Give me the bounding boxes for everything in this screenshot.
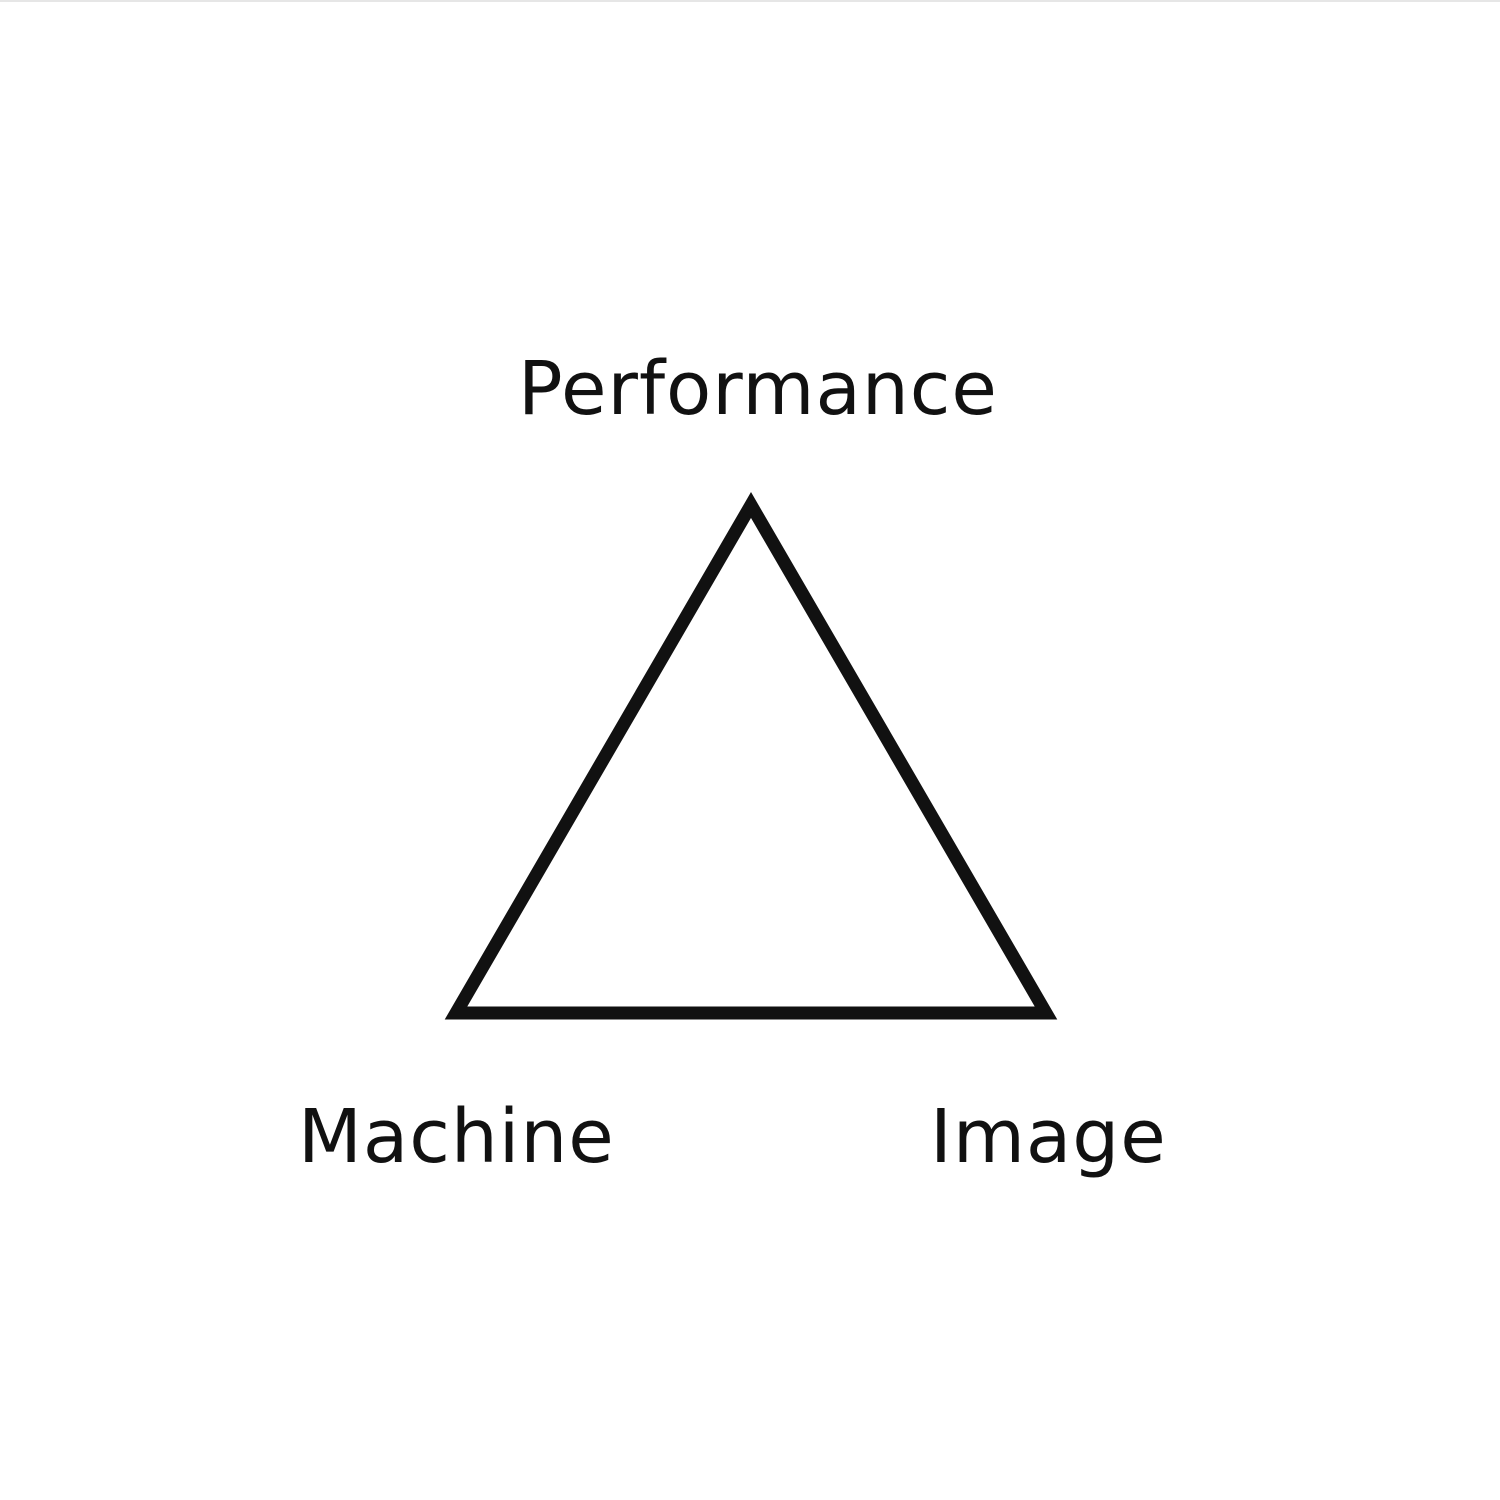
vertex-label-top: Performance — [518, 346, 998, 432]
vertex-label-bottom-left: Machine — [298, 1094, 615, 1180]
vertex-label-bottom-right: Image — [930, 1094, 1167, 1180]
top-border-line — [0, 0, 1500, 2]
triangle-shape — [444, 492, 1058, 1020]
